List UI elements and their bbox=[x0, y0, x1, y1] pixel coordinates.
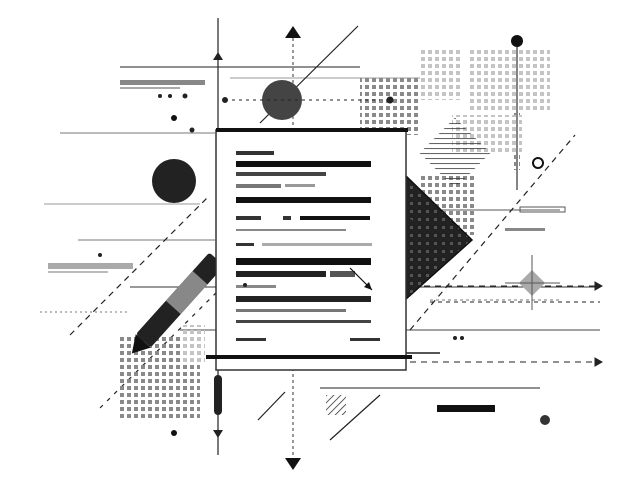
hatched-square-pattern bbox=[326, 395, 346, 415]
circle-shape bbox=[532, 157, 544, 169]
triangle-arrow-icon bbox=[285, 458, 301, 470]
circle-shape bbox=[171, 430, 177, 436]
decorative-bars bbox=[48, 80, 566, 412]
dashed-arrow-lines bbox=[222, 96, 604, 367]
triangle-arrow-icon bbox=[285, 26, 301, 38]
pen-icon bbox=[131, 253, 223, 354]
circle-shape bbox=[152, 159, 196, 203]
circle-shape bbox=[540, 415, 550, 425]
circle-shape bbox=[171, 115, 177, 121]
small-markers bbox=[98, 93, 464, 340]
circle-shape bbox=[511, 35, 523, 47]
dark-triangle-shape bbox=[405, 175, 472, 300]
document-illustration bbox=[206, 128, 412, 371]
